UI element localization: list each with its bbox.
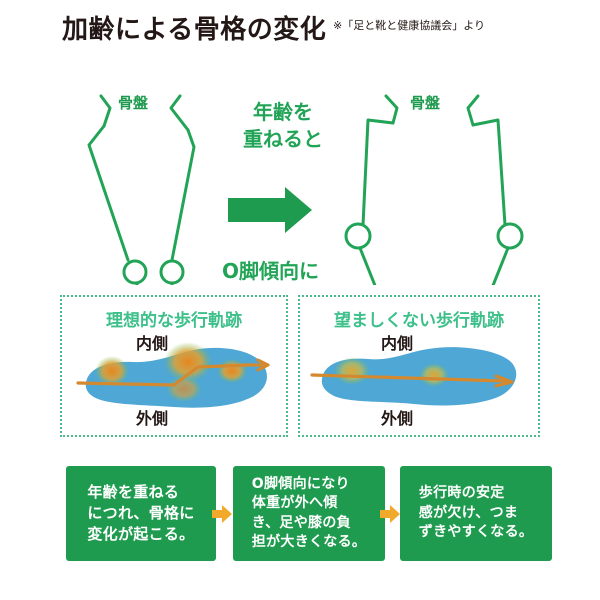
conclusion-step-3-text: 歩行時の安定 感が欠け、つま ずきやすくなる。 [418,484,534,541]
conclusion-step-2-text: O脚傾向になり 体重が外へ傾 き、足や膝の負 担が大きくなる。 [251,475,367,550]
conclusion-flow: 年齢を重ねる につれ、骨格に 変化が起こる。 O脚傾向になり 体重が外へ傾 き、… [0,466,600,566]
transition-caption: 年齢を 重ねると [243,99,323,153]
conclusion-step-2: O脚傾向になり 体重が外へ傾 き、足や膝の負 担が大きくなる。 [233,466,385,561]
transition-arrow-icon [228,187,312,233]
flow-arrow-icon-2 [380,505,400,523]
foot-inner-label: 内側 [380,334,413,353]
skeleton-right-bowleg [344,94,524,285]
result-caption: O脚傾向に [222,259,320,283]
foot-inner-label: 内側 [135,334,168,353]
pelvis-label-left: 骨盤 [118,94,149,112]
ideal-gait-foot-svg [76,342,270,408]
skeleton-diagram-svg [87,94,524,285]
transition-caption-line1: 年齢を [253,100,313,124]
foot-outer-label: 外側 [380,409,413,428]
conclusion-step-3: 歩行時の安定 感が欠け、つま ずきやすくなる。 [400,466,552,561]
flow-arrow-icon-1 [212,505,232,523]
foot-panel-title: 理想的な歩行軌跡 [106,311,242,331]
undesirable-gait-foot-svg [310,347,517,406]
page-title: 加齢による骨格の変化 [62,15,327,45]
transition-caption-line2: 重ねると [243,127,323,151]
pelvis-label-right: 骨盤 [410,94,441,112]
source-credit: ※「足と靴と健康協議会」より [333,19,485,32]
foot-panel-ideal: 理想的な歩行軌跡 内側 外側 [60,295,288,437]
skeleton-left-normal [87,94,196,285]
conclusion-step-1: 年齢を重ねる につれ、骨格に 変化が起こる。 [66,466,216,561]
skeleton-comparison: 骨盤 骨盤 年齢を 重ねると O脚傾向に [0,40,600,285]
conclusion-step-1-text: 年齢を重ねる につれ、骨格に 変化が起こる。 [87,482,195,544]
foot-panel-title: 望ましくない歩行軌跡 [334,311,504,331]
foot-outer-label: 外側 [135,409,168,428]
foot-panel-undesirable: 望ましくない歩行軌跡 内側 外側 [298,295,540,437]
